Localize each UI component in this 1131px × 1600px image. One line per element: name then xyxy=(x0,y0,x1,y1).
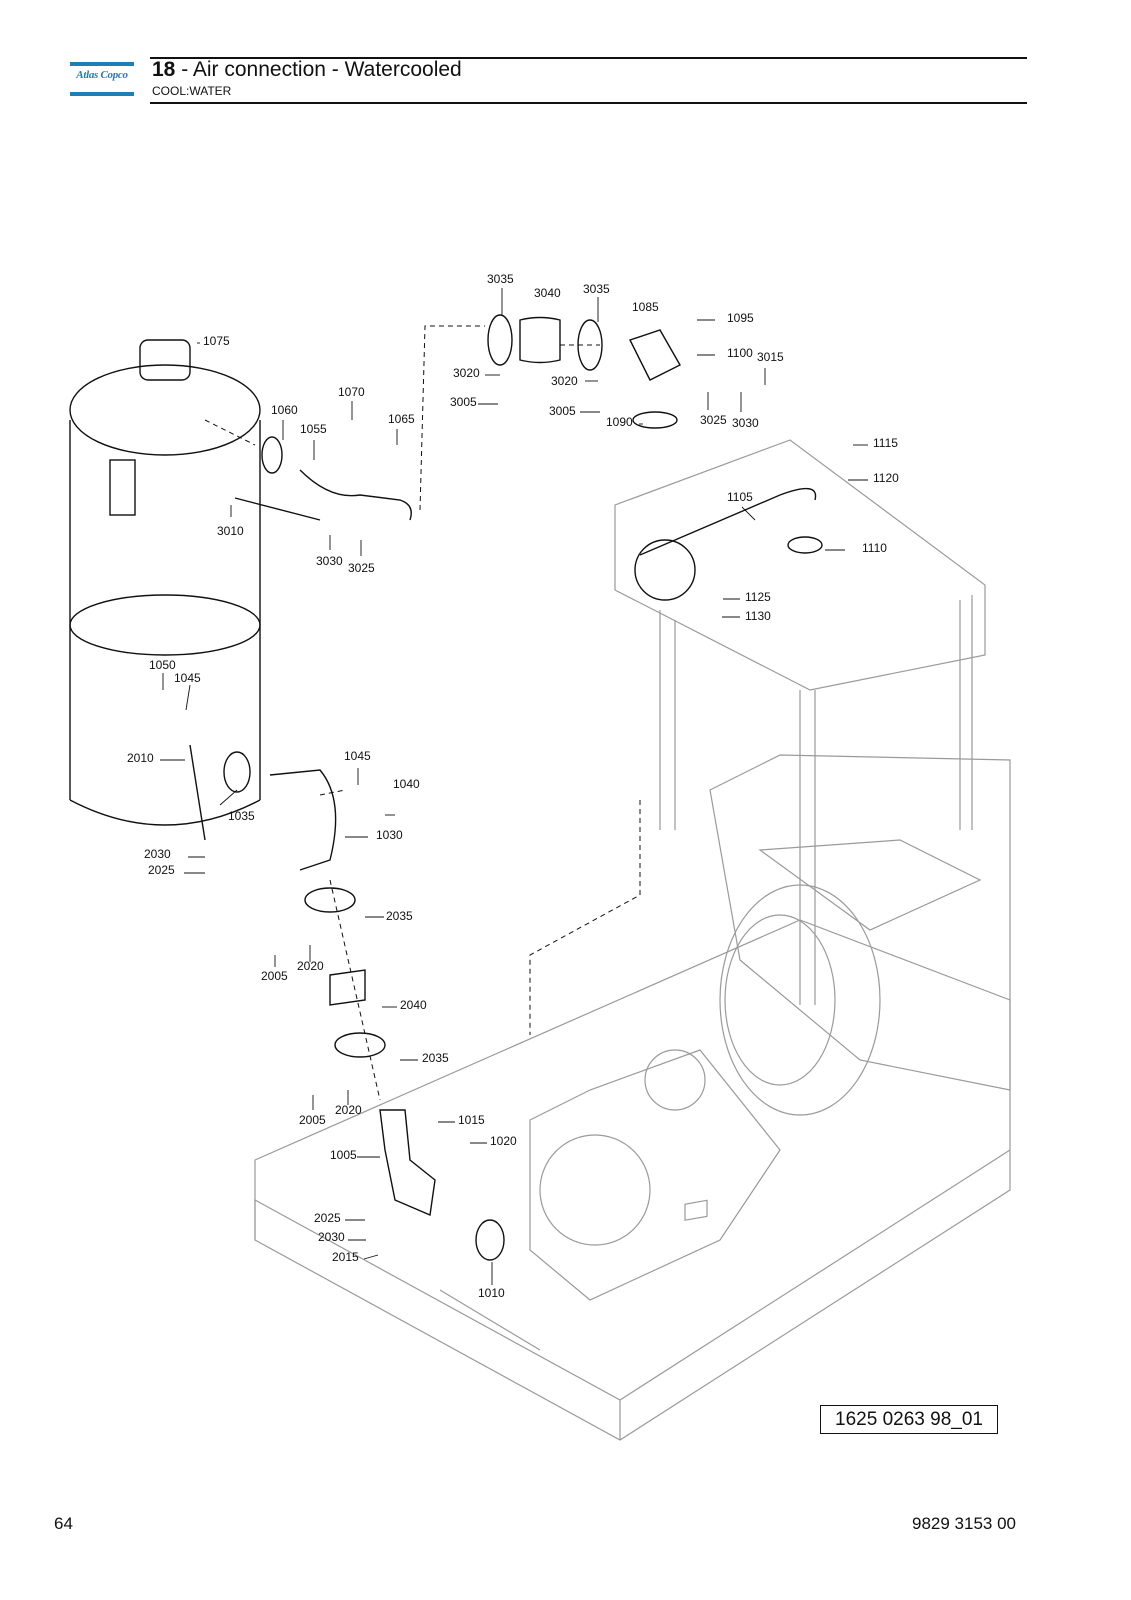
callout-1110: 1110 xyxy=(862,541,887,555)
callout-3025: 3025 xyxy=(700,413,727,427)
callout-2010: 2010 xyxy=(127,751,154,765)
callout-1005: 1005 xyxy=(330,1148,357,1162)
callout-1060: 1060 xyxy=(271,403,298,417)
section-title-text: Air connection - Watercooled xyxy=(192,58,462,81)
callout-1045: 1045 xyxy=(344,749,371,763)
callout-1050: 1050 xyxy=(149,658,176,672)
callout-1075: 1075 xyxy=(203,334,230,348)
callout-1115: 1115 xyxy=(873,436,898,450)
callout-2020: 2020 xyxy=(335,1103,362,1117)
callout-2005: 2005 xyxy=(299,1113,326,1127)
callout-3020: 3020 xyxy=(453,366,480,380)
page-number: 64 xyxy=(54,1514,73,1533)
section-title: 18 - Air connection - Watercooled xyxy=(152,58,462,82)
callout-3025: 3025 xyxy=(348,561,375,575)
callout-2025: 2025 xyxy=(314,1211,341,1225)
callout-3030: 3030 xyxy=(316,554,343,568)
callout-2025: 2025 xyxy=(148,863,175,877)
callout-1045: 1045 xyxy=(174,671,201,685)
callout-3015: 3015 xyxy=(757,350,784,364)
callout-1105: 1105 xyxy=(727,490,753,504)
callout-1020: 1020 xyxy=(490,1134,517,1148)
section-number: 18 xyxy=(152,58,176,81)
callout-1040: 1040 xyxy=(393,777,420,791)
logo-stripe-top xyxy=(70,62,134,66)
callout-2015: 2015 xyxy=(332,1250,359,1264)
callout-1085: 1085 xyxy=(632,300,659,314)
machine-frame xyxy=(254,439,1011,1441)
callout-labels: 3035 3040 3035 1085 1095 1100 3015 3020 3020 3005… xyxy=(127,272,899,1300)
header-rule-top xyxy=(150,57,1027,59)
callout-1125: 1125 xyxy=(745,590,771,604)
callout-3035: 3035 xyxy=(487,272,514,286)
logo-text: Atlas Copco xyxy=(76,69,128,81)
callout-1070: 1070 xyxy=(338,385,365,399)
callout-leaders xyxy=(160,288,868,1285)
callout-2005: 2005 xyxy=(261,969,288,983)
callout-3040: 3040 xyxy=(534,286,561,300)
callout-2035: 2035 xyxy=(386,909,413,923)
callout-1090: 1090 xyxy=(606,415,633,429)
callout-3030: 3030 xyxy=(732,416,759,430)
callout-1015: 1015 xyxy=(458,1113,485,1127)
section-subtitle: COOL:WATER xyxy=(152,84,232,98)
callout-3035: 3035 xyxy=(583,282,610,296)
callout-2020: 2020 xyxy=(297,959,324,973)
dashed-routing-lines xyxy=(204,325,641,1101)
callout-3010: 3010 xyxy=(217,524,244,538)
callout-2035: 2035 xyxy=(422,1051,449,1065)
section-separator: - xyxy=(175,58,193,81)
vessel-and-pipes xyxy=(69,314,823,1261)
logo-stripe-bottom xyxy=(70,92,134,96)
callout-1120: 1120 xyxy=(873,471,899,485)
callout-3020: 3020 xyxy=(551,374,578,388)
callout-1030: 1030 xyxy=(376,828,403,842)
document-number: 9829 3153 00 xyxy=(912,1514,1016,1533)
callout-1065: 1065 xyxy=(388,412,415,426)
callout-1035: 1035 xyxy=(228,809,255,823)
callout-3005: 3005 xyxy=(549,404,576,418)
header-rule-bottom xyxy=(150,102,1027,104)
callout-3005: 3005 xyxy=(450,395,477,409)
callout-1100: 1100 xyxy=(727,346,753,360)
callout-1055: 1055 xyxy=(300,422,327,436)
callout-2040: 2040 xyxy=(400,998,427,1012)
atlas-copco-logo: Atlas Copco xyxy=(70,62,134,96)
callout-1130: 1130 xyxy=(745,609,771,623)
callout-1010: 1010 xyxy=(478,1286,505,1300)
figure-reference: 1625 0263 98_01 xyxy=(820,1405,998,1434)
callout-1095: 1095 xyxy=(727,311,754,325)
callout-2030: 2030 xyxy=(144,847,171,861)
callout-2030: 2030 xyxy=(318,1230,345,1244)
